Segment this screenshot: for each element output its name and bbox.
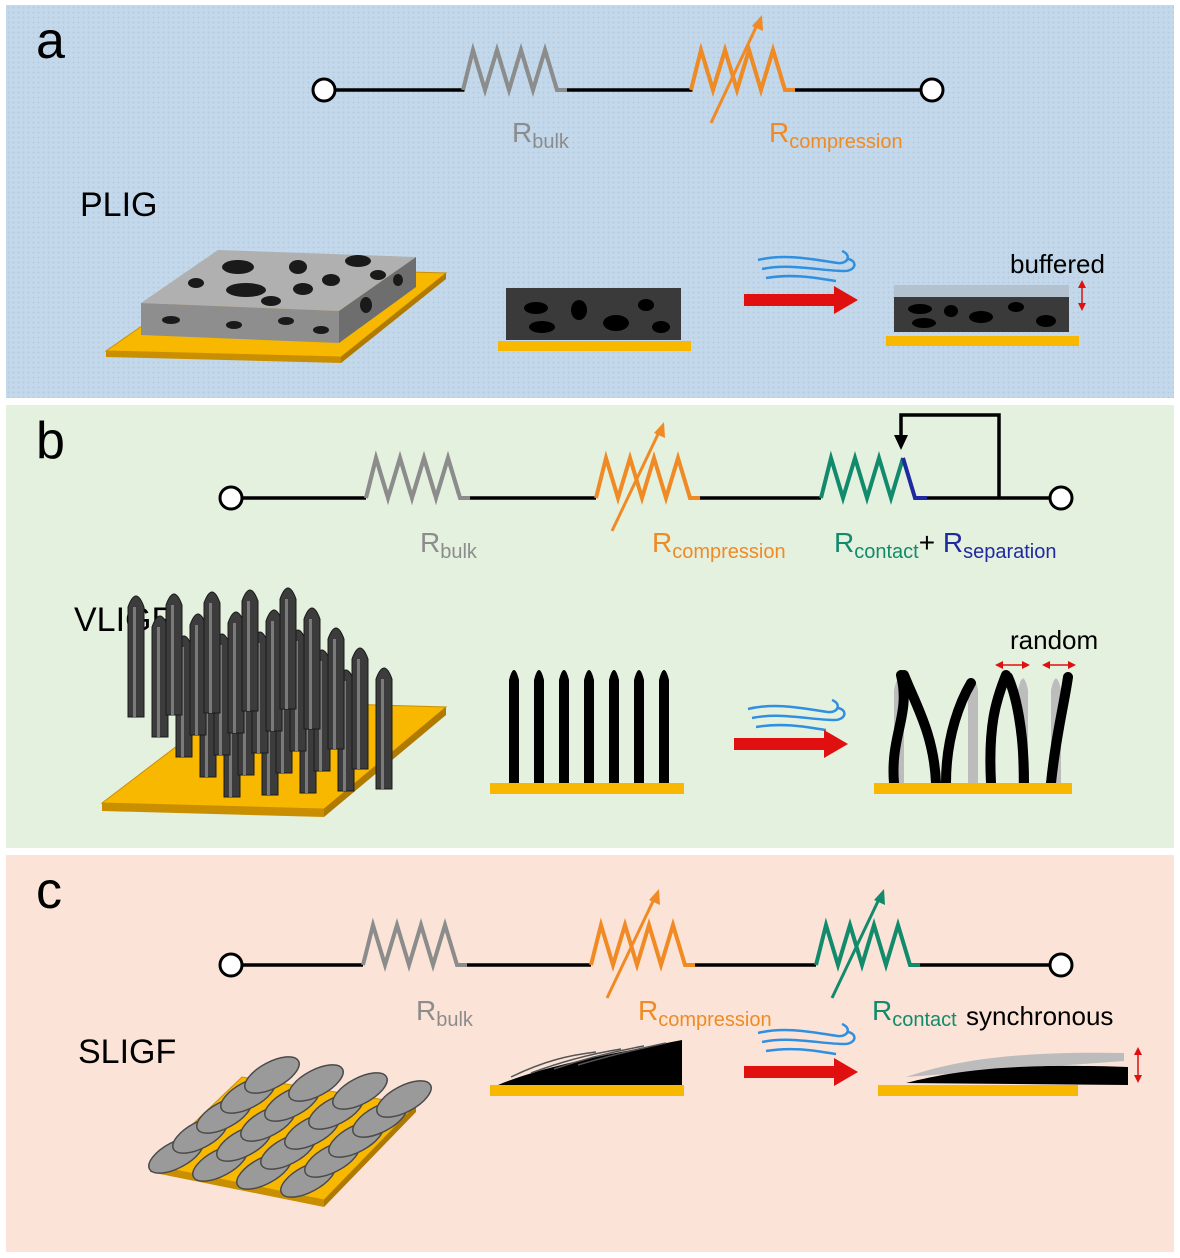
panel-c-circuit <box>148 889 1142 1207</box>
resistor-contact <box>819 450 905 505</box>
pressure-arrow <box>744 1058 858 1086</box>
scale <box>332 1072 388 1110</box>
resistor-separation <box>901 457 927 500</box>
terminal-left <box>218 485 244 511</box>
pillar-highlight <box>209 603 212 713</box>
plig-3d-block <box>104 250 448 363</box>
pillar-highlight <box>195 625 198 735</box>
pillar-highlight <box>271 621 274 731</box>
resistor-compression <box>594 450 700 505</box>
label-r-compression: Rcompression <box>652 527 786 563</box>
resistor-compression <box>589 917 695 972</box>
label-r-bulk: Rbulk <box>420 527 477 563</box>
pillar-highlight <box>357 659 360 769</box>
label-r-bulk: Rbulk <box>512 117 569 153</box>
random-double-arrows <box>995 661 1076 669</box>
label-r-compression: Rcompression <box>638 995 772 1031</box>
plig-cross-section-after <box>886 285 1079 346</box>
panel-c-sligf: c SLIGF <box>6 855 1174 1252</box>
variable-arrow-compression <box>610 422 665 532</box>
panel-a-label: a <box>36 12 65 70</box>
panel-a-circuit <box>104 15 1086 363</box>
plig-cross-section-before <box>498 288 691 351</box>
sligf-cross-section-before <box>490 1040 684 1096</box>
pillar-highlight <box>171 605 174 715</box>
feedback-loop <box>894 413 1001 498</box>
label-r-contact: Rcontact <box>872 995 957 1031</box>
vligf-3d-array <box>100 587 448 817</box>
resistor-contact <box>814 917 920 972</box>
annotation-buffered: buffered <box>1010 249 1105 279</box>
buffered-double-arrow <box>1078 280 1086 311</box>
resistor-bulk <box>335 43 921 97</box>
panel-a-plig: a PLIG <box>6 5 1174 398</box>
panel-b-circuit <box>100 413 1076 817</box>
pillar-highlight <box>247 601 250 711</box>
label-r-contact-plus-separation: Rcontact+ Rseparation <box>834 527 1057 563</box>
pillar-highlight <box>309 619 312 729</box>
panel-c-label: c <box>36 862 62 920</box>
pillar-highlight <box>333 639 336 749</box>
sligf-3d-array <box>148 1056 432 1207</box>
pillar-highlight <box>133 607 136 717</box>
terminal-left <box>311 77 337 103</box>
label-r-bulk: Rbulk <box>416 995 473 1031</box>
pillar-highlight <box>285 599 288 709</box>
vligf-cross-section-after <box>874 670 1073 794</box>
panel-b-vligf: b VLIGF <box>6 405 1174 848</box>
wind-icon <box>747 698 846 732</box>
resistor-bulk <box>361 917 467 972</box>
variable-arrow-contact <box>830 889 885 999</box>
annotation-synchronous: synchronous <box>966 1001 1114 1031</box>
synchronous-double-arrow <box>1134 1047 1142 1083</box>
sligf-cross-section-after <box>878 1052 1128 1096</box>
pillar-highlight <box>157 627 160 737</box>
variable-arrow-compression <box>605 889 660 999</box>
terminal-right <box>1048 485 1074 511</box>
annotation-random: random <box>1010 625 1099 655</box>
panel-b-label: b <box>36 412 65 470</box>
wind-icon <box>757 1022 856 1056</box>
wind-icon <box>757 249 856 283</box>
scale <box>376 1080 432 1118</box>
panel-a-material-label: PLIG <box>80 186 158 224</box>
pillar-highlight <box>233 623 236 733</box>
resistor-compression <box>689 42 795 97</box>
variable-arrow-compression <box>709 15 763 124</box>
pressure-arrow <box>734 730 848 758</box>
scale <box>288 1064 344 1102</box>
scale <box>244 1056 300 1094</box>
label-r-compression: Rcompression <box>769 117 903 153</box>
vligf-cross-section-before <box>490 670 684 794</box>
panel-c-material-label: SLIGF <box>78 1033 177 1071</box>
terminal-right <box>919 77 945 103</box>
terminal-right <box>1048 952 1074 978</box>
pressure-arrow <box>744 286 858 314</box>
pillar-highlight <box>381 679 384 789</box>
terminal-left <box>218 952 244 978</box>
